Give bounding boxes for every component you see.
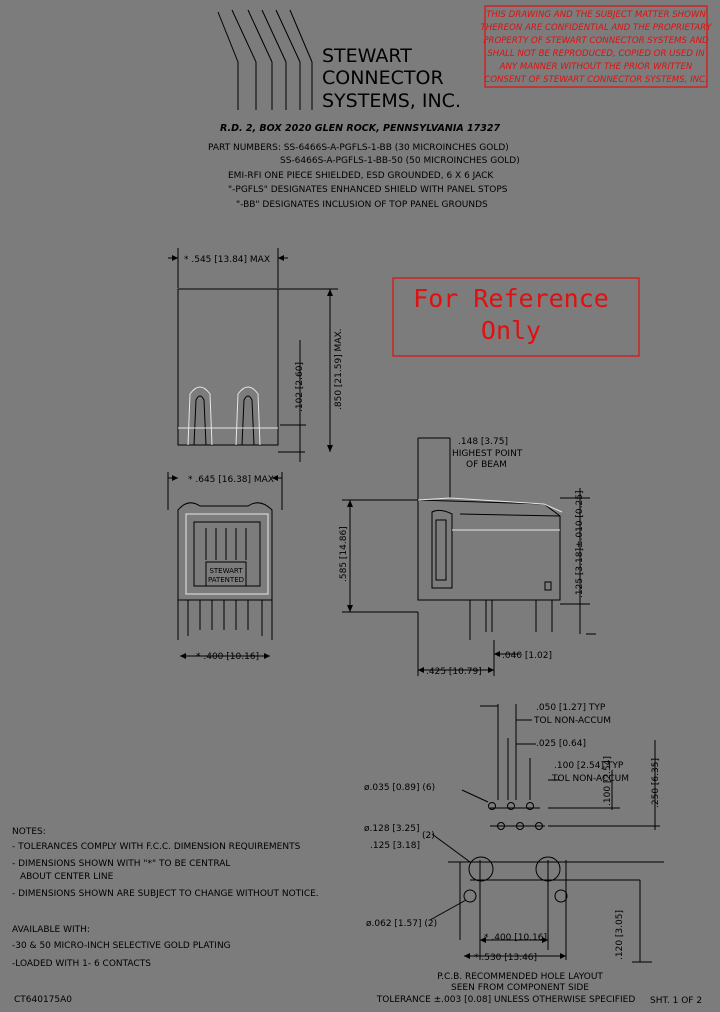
side-panel-dim: .125 [3.18]±.010 [0.25]: [575, 491, 585, 598]
pcb-hole-128-a: ø.128 [3.25]: [364, 824, 419, 834]
part-description: EMI-RFI ONE PIECE SHIELDED, ESD GROUNDED…: [228, 171, 494, 181]
part-numbers-line-1: PART NUMBERS: SS-6466S-A-PGFLS-1-BB (30 …: [208, 143, 509, 153]
notice-line-2: THEREON ARE CONFIDENTIAL AND THE PROPRIE…: [481, 23, 713, 33]
side-beam-label-2: OF BEAM: [466, 460, 507, 470]
pcb-dim-120: .120 [3.05]: [615, 910, 625, 960]
side-depth-dim: .425 [10.79]: [426, 667, 482, 677]
reference-stamp-line-2: Only: [481, 316, 541, 345]
pcb-caption-3: TOLERANCE ±.003 [0.08] UNLESS OTHERWISE …: [376, 995, 636, 1005]
pcb-tol-100: TOL NON-ACCUM: [551, 774, 629, 784]
pcb-tol-050: TOL NON-ACCUM: [533, 716, 611, 726]
pcb-caption-1: P.C.B. RECOMMENDED HOLE LAYOUT: [437, 972, 603, 982]
bottom-pitch-dim: * .400 [10.16]: [196, 652, 259, 662]
bottom-marking-line-2: PATENTED: [208, 576, 244, 584]
reference-stamp: For Reference Only: [392, 277, 640, 357]
pcb-dim-100-v: .100 [2.54]: [603, 756, 613, 806]
notice-line-1: THIS DRAWING AND THE SUBJECT MATTER SHOW…: [486, 10, 706, 20]
pcb-dim-050: .050 [1.27] TYP: [536, 703, 606, 713]
pcb-hole-062: ø.062 [1.57] (2): [366, 919, 437, 929]
side-view: [342, 437, 596, 676]
note-3: - DIMENSIONS SHOWN ARE SUBJECT TO CHANGE…: [12, 889, 319, 899]
pcb-hole-128-qty: (2): [422, 831, 435, 841]
available-item-2: -LOADED WITH 1- 6 CONTACTS: [12, 959, 151, 969]
side-pin-dim: .040 [1.02]: [502, 651, 552, 661]
document-id: CT640175A0: [14, 995, 72, 1005]
pcb-hole-layout: [429, 704, 664, 963]
side-height-dim: .585 [14.86]: [339, 526, 349, 582]
bottom-marking-line-1: STEWART: [209, 567, 243, 575]
note-1: - TOLERANCES COMPLY WITH F.C.C. DIMENSIO…: [12, 842, 301, 852]
available-heading: AVAILABLE WITH:: [12, 925, 90, 935]
company-name-line-1: STEWART: [322, 45, 412, 67]
reference-stamp-line-1: For Reference: [413, 284, 609, 313]
confidential-notice: THIS DRAWING AND THE SUBJECT MATTER SHOW…: [481, 5, 713, 88]
pcb-hole-035: ø.035 [0.89] (6): [364, 783, 435, 793]
part-numbers-line-2: SS-6466S-A-PGFLS-1-BB-50 (50 MICROINCHES…: [280, 156, 520, 166]
company-logo: [217, 9, 313, 110]
pcb-dim-400: * .400 [10.16]: [484, 933, 547, 943]
pcb-dim-025: .025 [0.64]: [536, 739, 586, 749]
notice-line-6: CONSENT OF STEWART CONNECTOR SYSTEMS, IN…: [484, 75, 708, 85]
pcb-dim-530: * .530 [13.46]: [474, 953, 537, 963]
side-beam-label-1: HIGHEST POINT: [452, 449, 523, 459]
front-pin-dim: .102 [2.60]: [295, 362, 305, 412]
bottom-width-dim: * .645 [16.38] MAX: [188, 475, 274, 485]
pgfls-designation: "-PGFLS" DESIGNATES ENHANCED SHIELD WITH…: [228, 185, 508, 195]
notes-heading: NOTES:: [12, 827, 46, 837]
notice-line-3: PROPERTY OF STEWART CONNECTOR SYSTEMS AN…: [483, 36, 709, 46]
note-2-cont: ABOUT CENTER LINE: [20, 872, 114, 882]
note-2: - DIMENSIONS SHOWN WITH "*" TO BE CENTRA…: [12, 859, 230, 869]
pcb-hole-128-b: .125 [3.18]: [370, 841, 420, 851]
sheet-number: SHT. 1 OF 2: [650, 996, 702, 1006]
company-address: R.D. 2, BOX 2020 GLEN ROCK, PENNSYLVANIA…: [220, 123, 500, 134]
side-beam-dim: .148 [3.75]: [458, 437, 508, 447]
bottom-view: [167, 472, 283, 659]
company-name-line-2: CONNECTOR: [322, 67, 444, 89]
pcb-caption-2: SEEN FROM COMPONENT SIDE: [451, 983, 589, 993]
pcb-dim-250: .250 [6.35]: [651, 758, 661, 808]
company-name-line-3: SYSTEMS, INC.: [322, 90, 461, 112]
available-item-1: -30 & 50 MICRO-INCH SELECTIVE GOLD PLATI…: [12, 941, 231, 951]
notice-line-5: ANY MANNER WITHOUT THE PRIOR WRITTEN: [499, 62, 693, 72]
front-height-dim: .850 [21.59] MAX.: [334, 329, 344, 411]
front-width-dim: * .545 [13.84] MAX: [184, 255, 270, 265]
notice-line-4: SHALL NOT BE REPRODUCED, COPIED OR USED …: [487, 49, 705, 59]
bb-designation: "-BB" DESIGNATES INCLUSION OF TOP PANEL …: [236, 200, 488, 210]
front-view: [168, 248, 338, 462]
pcb-dim-100-h: .100 [2.54] TYP: [554, 761, 624, 771]
